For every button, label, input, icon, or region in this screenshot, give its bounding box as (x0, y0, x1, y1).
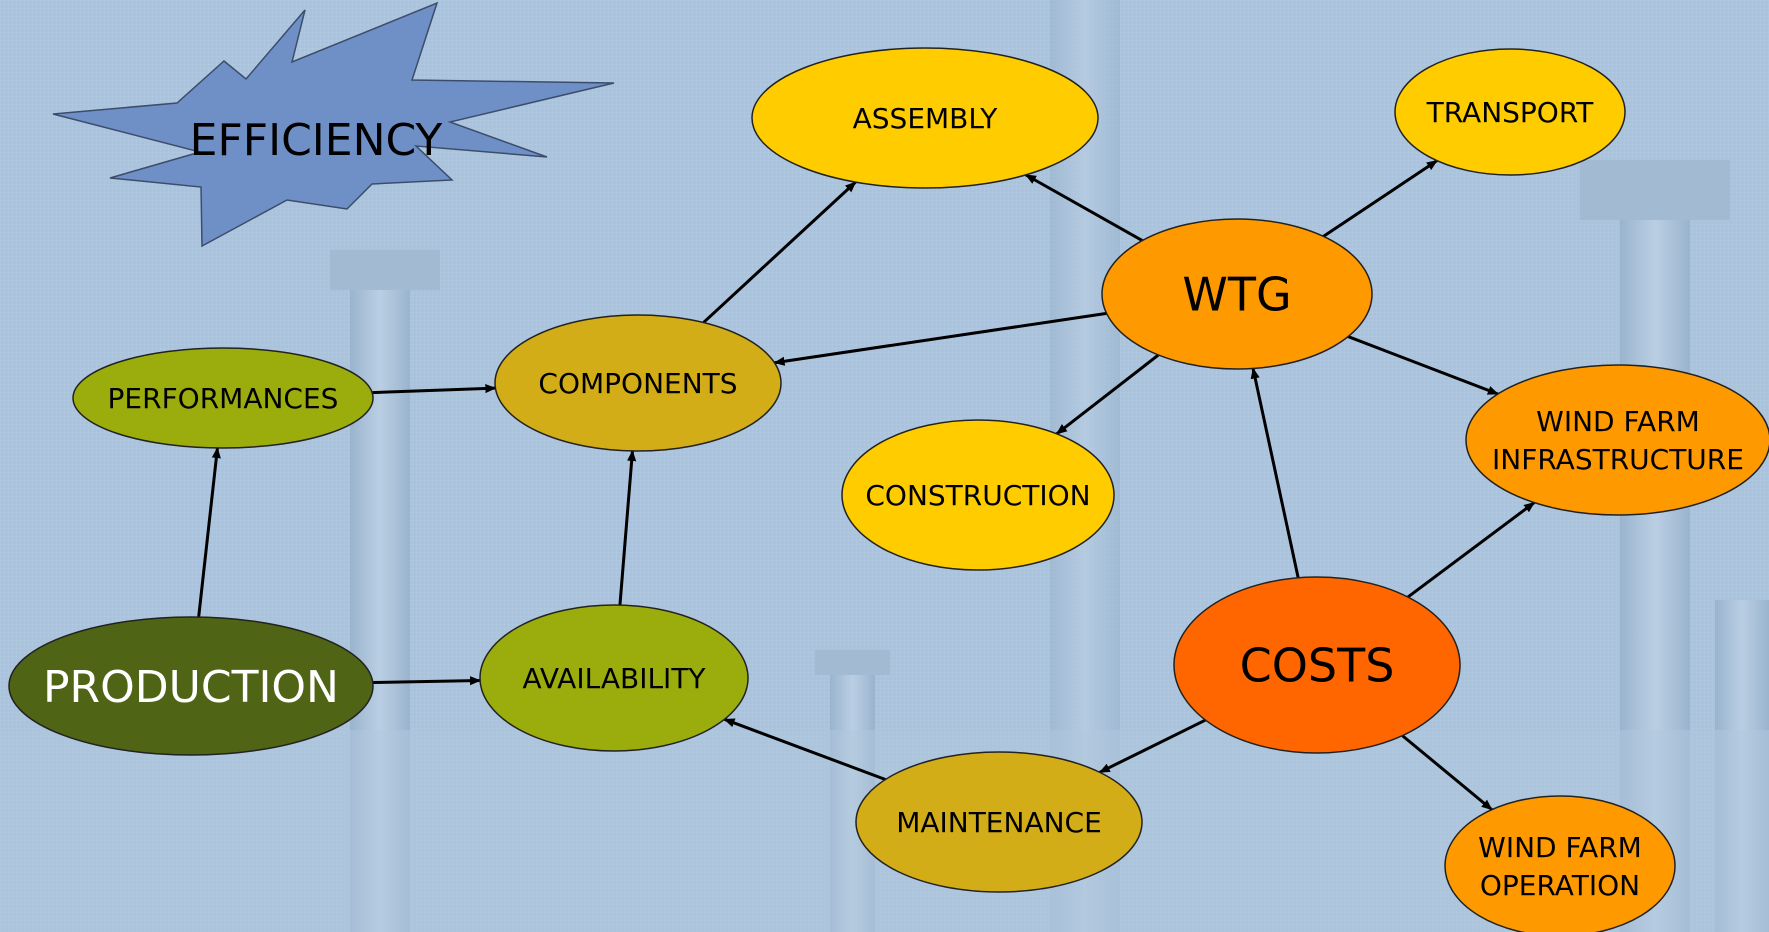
node-wtg: WTG (1101, 218, 1373, 370)
edge-costs-to-maintenance (1098, 718, 1207, 774)
edge-performances-to-components (372, 383, 497, 395)
node-wind-farm-infrastructure-shape (1465, 364, 1769, 516)
node-availability: AVAILABILITY (479, 604, 749, 752)
node-construction-label: CONSTRUCTION (865, 479, 1090, 512)
node-wind-farm-infrastructure-label: INFRASTRUCTURE (1492, 443, 1744, 476)
node-assembly: ASSEMBLY (751, 47, 1099, 189)
edge-costs-to-wind-farm-infrastructure (1406, 501, 1536, 599)
edges (197, 159, 1536, 811)
node-transport: TRANSPORT (1394, 48, 1626, 176)
node-components-label: COMPONENTS (538, 367, 737, 400)
edge-costs-to-wind-farm-operation (1401, 734, 1493, 811)
node-performances: PERFORMANCES (72, 347, 374, 449)
node-assembly-shape (751, 47, 1099, 189)
node-transport-shape (1394, 48, 1626, 176)
edge-wtg-to-components (773, 311, 1107, 366)
edge-wtg-to-wind-farm-infrastructure (1347, 335, 1499, 396)
edge-availability-to-components (618, 450, 637, 606)
node-availability-shape (479, 604, 749, 752)
node-maintenance-label: MAINTENANCE (896, 806, 1102, 839)
node-availability-label: AVAILABILITY (522, 662, 706, 695)
node-costs: COSTS (1173, 576, 1461, 754)
edge-wtg-to-construction (1055, 353, 1160, 436)
node-maintenance-shape (855, 751, 1143, 893)
node-production: PRODUCTION (8, 616, 374, 756)
node-construction: CONSTRUCTION (841, 419, 1115, 571)
node-wind-farm-infrastructure: WIND FARM INFRASTRUCTURE (1465, 364, 1769, 516)
node-performances-label: PERFORMANCES (108, 382, 339, 415)
node-wtg-label: WTG (1182, 268, 1291, 322)
node-transport-label: TRANSPORT (1426, 96, 1595, 129)
node-wtg-shape (1101, 218, 1373, 370)
edge-wtg-to-assembly (1025, 173, 1144, 242)
node-wind-farm-operation-shape (1444, 795, 1676, 932)
node-components: COMPONENTS (494, 314, 782, 452)
node-maintenance: MAINTENANCE (855, 751, 1143, 893)
node-production-label: PRODUCTION (43, 662, 339, 713)
node-costs-shape (1173, 576, 1461, 754)
title-group: EFFICIENCY (52, 1, 615, 248)
node-wind-farm-operation: WIND FARM OPERATION (1444, 795, 1676, 932)
efficiency-starburst-shape (52, 1, 615, 248)
edge-production-to-performances (197, 447, 221, 618)
node-assembly-label: ASSEMBLY (853, 102, 999, 135)
nodes: ASSEMBLY TRANSPORT WTG PERFORMANCES COMPONEN… (8, 47, 1769, 932)
efficiency-title: EFFICIENCY (190, 115, 443, 166)
node-construction-shape (841, 419, 1115, 571)
edge-components-to-assembly (702, 181, 857, 324)
edge-maintenance-to-availability (723, 717, 886, 781)
node-wind-farm-infrastructure-label: WIND FARM (1536, 405, 1700, 438)
node-components-shape (494, 314, 782, 452)
edge-costs-to-wtg (1250, 367, 1300, 579)
node-performances-shape (72, 347, 374, 449)
edge-production-to-availability (372, 676, 481, 686)
node-wind-farm-operation-label: OPERATION (1480, 869, 1640, 902)
node-costs-label: COSTS (1240, 639, 1395, 693)
node-wind-farm-operation-label: WIND FARM (1478, 831, 1642, 864)
edge-wtg-to-transport (1322, 159, 1438, 238)
node-production-shape (8, 616, 374, 756)
